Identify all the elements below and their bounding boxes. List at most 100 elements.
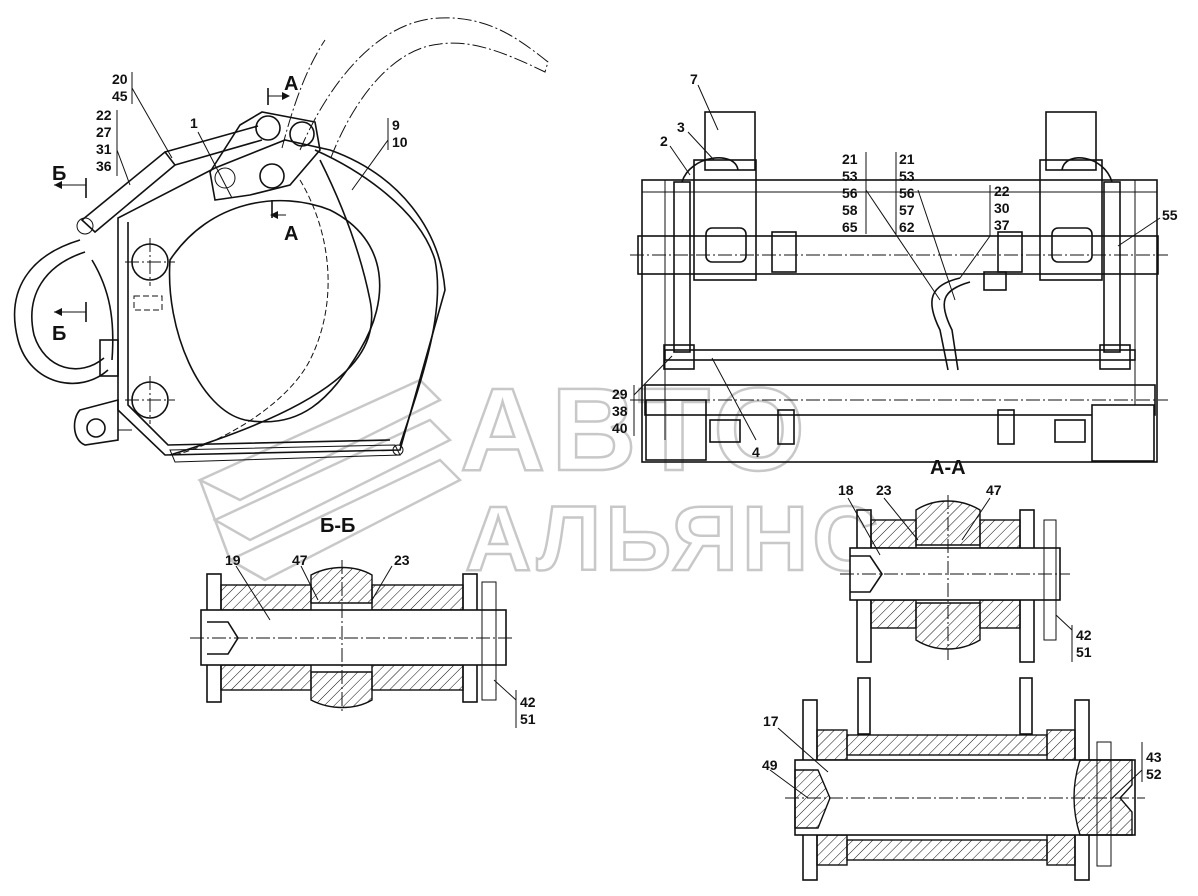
pivot-cylinder — [214, 167, 236, 189]
jaw-tip-pin — [392, 444, 404, 456]
front-lower-bar — [644, 384, 1156, 416]
label-2: 2 — [660, 133, 668, 149]
bottom-label-17: 17 — [763, 713, 779, 729]
cut-mark-a-top: А — [267, 73, 298, 105]
cylinder-rod-2 — [174, 139, 263, 166]
bottom-label-43: 43 — [1146, 749, 1162, 765]
lower-foot-right — [1054, 419, 1086, 443]
label-57: 57 — [899, 202, 915, 218]
aa-upper-left-wall — [870, 519, 917, 549]
cut-label-a-top: А — [284, 73, 298, 95]
left-fitting — [663, 344, 695, 370]
label-65: 65 — [842, 219, 858, 235]
aa-lower-left-wall — [870, 599, 917, 629]
bb-label-47: 47 — [292, 552, 308, 568]
lower-lug-right — [997, 409, 1015, 445]
aa-label-47: 47 — [986, 482, 1002, 498]
pivot-upper-right — [289, 121, 315, 147]
lower-foot-left — [709, 419, 741, 443]
left-bracket-plate — [693, 159, 757, 281]
bb-label-42: 42 — [520, 694, 536, 710]
raised-jaw-outline — [299, 17, 549, 161]
raised-jaw-outline-2 — [281, 39, 326, 149]
bb-label-23: 23 — [394, 552, 410, 568]
label-9: 9 — [392, 117, 400, 133]
pivot-upper-left — [255, 115, 281, 141]
bb-lower-left-wall — [220, 664, 312, 691]
cylinder-rod — [164, 125, 259, 153]
left-top-bracket — [704, 111, 756, 171]
bb-label-19: 19 — [225, 552, 241, 568]
label-62: 62 — [899, 219, 915, 235]
pivot-bracket — [209, 111, 321, 201]
mid-lug-left — [771, 231, 797, 273]
label-38: 38 — [612, 403, 628, 419]
hose-fitting — [99, 339, 119, 377]
label-31: 31 — [96, 141, 112, 157]
label-1: 1 — [190, 115, 198, 131]
label-21b: 21 — [899, 151, 915, 167]
cut-mark-b-top: Б — [52, 163, 87, 198]
bottom-pin-head — [794, 769, 831, 829]
lower-lug — [73, 398, 119, 446]
aa-lower-right-wall — [979, 599, 1021, 629]
section-aa: А-А 18 23 47 42 51 — [838, 457, 1092, 663]
right-hose — [1103, 181, 1121, 353]
label-58: 58 — [842, 202, 858, 218]
bb-cotter — [481, 581, 497, 701]
lower-lug-left — [777, 409, 795, 445]
bottom-ear-left — [857, 677, 871, 735]
lower-block-left — [645, 399, 707, 461]
aa-label-42: 42 — [1076, 627, 1092, 643]
aa-upper-right-wall — [979, 519, 1021, 549]
section-bottom: 17 49 43 52 — [762, 677, 1162, 881]
left-hose — [673, 181, 691, 353]
right-bracket-hub — [1051, 227, 1093, 263]
mid-lug-right — [997, 231, 1023, 273]
aa-label-18: 18 — [838, 482, 854, 498]
aa-label-51: 51 — [1076, 644, 1092, 660]
center-hose-2 — [943, 281, 971, 371]
center-valve — [983, 271, 1007, 291]
section-aa-title: А-А — [930, 457, 966, 479]
bottom-ear-right — [1019, 677, 1033, 735]
cut-label-b-top: Б — [52, 163, 66, 185]
bb-label-51: 51 — [520, 711, 536, 727]
label-30: 30 — [994, 200, 1010, 216]
label-7: 7 — [690, 71, 698, 87]
label-3: 3 — [677, 119, 685, 135]
cross-tube — [664, 349, 1136, 361]
bottom-ul-block — [816, 729, 848, 761]
bottom-label-52: 52 — [1146, 766, 1162, 782]
side-view: А А Б Б 20 45 22 27 31 36 — [13, 17, 549, 463]
hose-down — [91, 259, 114, 361]
watermark-line2: АЛЬЯНС — [465, 488, 883, 590]
bb-hub-bottom — [310, 671, 373, 709]
lower-block-right — [1091, 404, 1155, 462]
section-bb: Б-Б 19 47 23 42 51 — [190, 515, 536, 728]
bottom-lower-tube — [846, 839, 1048, 861]
bb-lower-right-wall — [371, 664, 464, 691]
bottom-upper-tube — [846, 734, 1048, 756]
label-29: 29 — [612, 386, 628, 402]
right-hose-arc — [1061, 157, 1113, 183]
watermark-line1: АВТО — [460, 364, 811, 496]
bb-upper-left-wall — [220, 584, 312, 611]
cut-label-b-bottom: Б — [52, 323, 66, 345]
jaw-inner — [169, 159, 373, 456]
bottom-label-49: 49 — [762, 757, 778, 773]
label-10: 10 — [392, 134, 408, 150]
aa-label-23: 23 — [876, 482, 892, 498]
cut-label-a-bottom: А — [284, 223, 298, 245]
bb-upper-right-wall — [371, 584, 464, 611]
bottom-lr-block — [1046, 834, 1076, 866]
label-21a: 21 — [842, 151, 858, 167]
jaw-outer — [314, 149, 439, 446]
bottom-ll-block — [816, 834, 848, 866]
slot — [133, 295, 163, 311]
label-22: 22 — [994, 183, 1010, 199]
right-top-bracket — [1045, 111, 1097, 171]
label-4: 4 — [752, 444, 760, 460]
hose-loop-inner — [31, 251, 105, 370]
